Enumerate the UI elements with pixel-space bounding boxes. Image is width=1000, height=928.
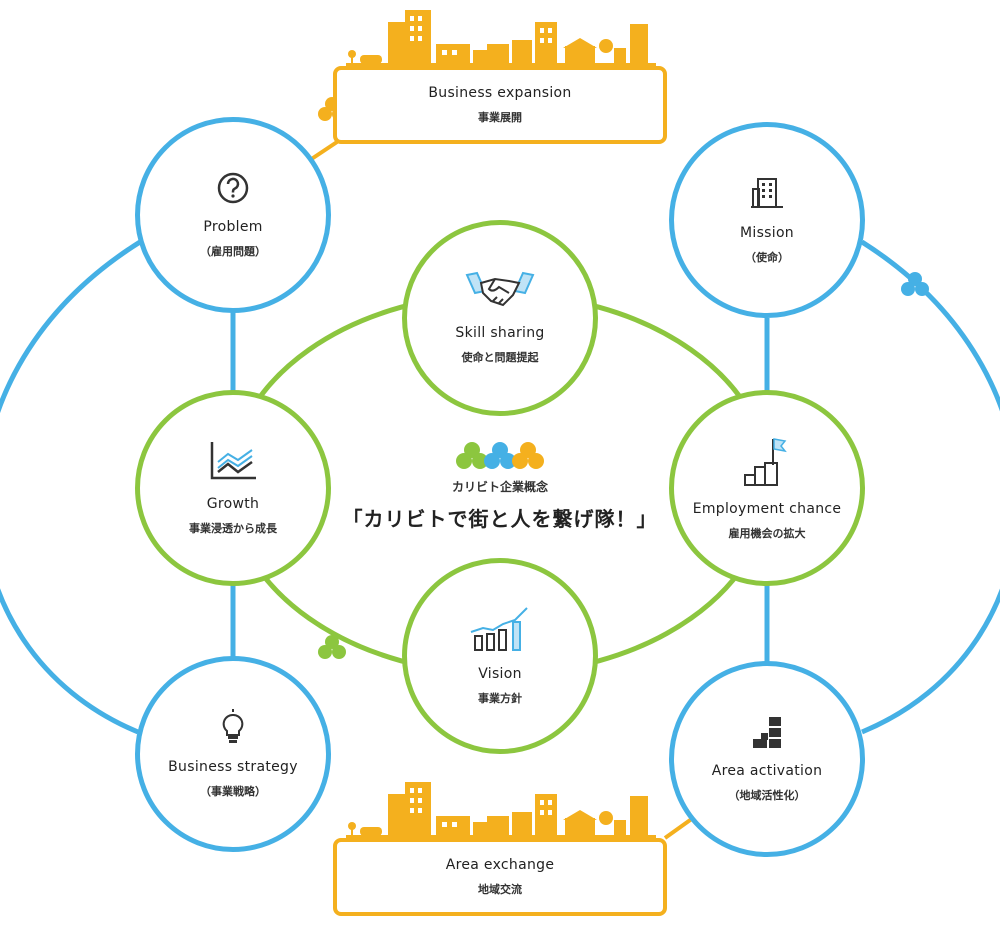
mascot-blue-icon bbox=[901, 272, 929, 296]
business-strategy-title: Business strategy bbox=[168, 759, 298, 775]
logo-mascots-icon bbox=[456, 442, 544, 469]
building-icon bbox=[751, 178, 783, 208]
vision-sub: 事業方針 bbox=[478, 692, 522, 705]
area-activation-node: Area activation （地域活性化） bbox=[669, 661, 865, 857]
area-exchange-title: Area exchange bbox=[445, 857, 555, 873]
growth-sub: 事業浸透から成長 bbox=[189, 522, 277, 535]
problem-title: Problem bbox=[203, 219, 263, 235]
growth-title: Growth bbox=[206, 496, 260, 512]
blocks-icon bbox=[753, 717, 781, 748]
flag-steps-icon bbox=[744, 438, 787, 486]
mission-node: Mission （使命） bbox=[669, 122, 865, 318]
center-caption: カリビト企業概念 bbox=[451, 480, 548, 494]
handshake-icon bbox=[465, 271, 535, 307]
skill-sharing-title: Skill sharing bbox=[455, 325, 545, 341]
area-exchange-sub: 地域交流 bbox=[478, 883, 522, 896]
area-activation-sub: （地域活性化） bbox=[728, 789, 806, 802]
employment-chance-sub: 雇用機会の拡大 bbox=[728, 527, 806, 540]
problem-sub: （雇用問題） bbox=[200, 245, 266, 258]
line-chart-icon bbox=[210, 442, 256, 480]
business-strategy-node: Business strategy （事業戦略） bbox=[135, 656, 331, 852]
area-exchange-box: Area exchange 地域交流 bbox=[333, 838, 667, 916]
bar-chart-icon bbox=[470, 607, 528, 651]
question-icon bbox=[217, 172, 249, 204]
cityscape-bottom-icon bbox=[346, 782, 656, 838]
mascot-green-icon bbox=[318, 635, 346, 659]
mission-title: Mission bbox=[740, 225, 794, 241]
business-strategy-sub: （事業戦略） bbox=[200, 785, 266, 798]
business-expansion-title: Business expansion bbox=[428, 85, 572, 101]
business-expansion-sub: 事業展開 bbox=[478, 111, 522, 124]
center-slogan: 「カリビトで街と人を繋げ隊！」 bbox=[342, 507, 658, 531]
lightbulb-icon bbox=[222, 709, 244, 743]
employment-chance-title: Employment chance bbox=[692, 501, 842, 517]
mission-sub: （使命） bbox=[745, 251, 789, 264]
skill-sharing-node: Skill sharing 使命と問題提起 bbox=[402, 220, 598, 416]
growth-node: Growth 事業浸透から成長 bbox=[135, 390, 331, 586]
cityscape-top-icon bbox=[346, 10, 656, 66]
business-expansion-box: Business expansion 事業展開 bbox=[333, 66, 667, 144]
skill-sharing-sub: 使命と問題提起 bbox=[461, 351, 539, 364]
vision-title: Vision bbox=[478, 666, 522, 682]
vision-node: Vision 事業方針 bbox=[402, 558, 598, 754]
employment-chance-node: Employment chance 雇用機会の拡大 bbox=[669, 390, 865, 586]
problem-node: Problem （雇用問題） bbox=[135, 117, 331, 313]
area-activation-title: Area activation bbox=[711, 763, 823, 779]
